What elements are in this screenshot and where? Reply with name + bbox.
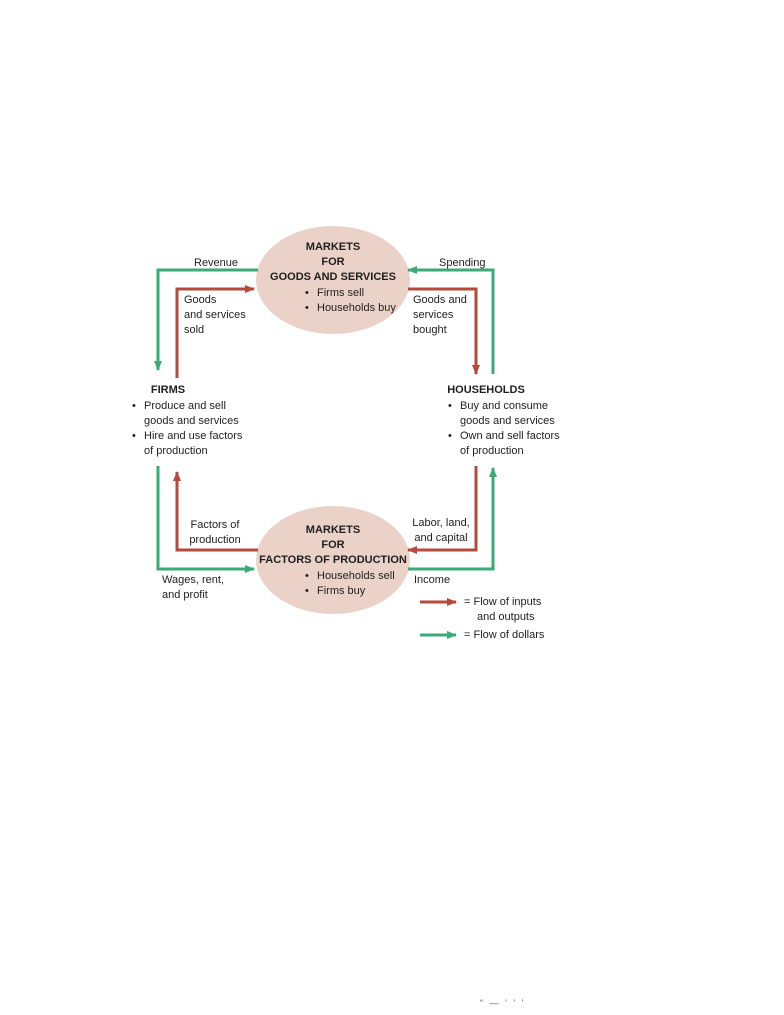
households-bullet-line: goods and services xyxy=(460,415,555,427)
firms-bullets: Produce and sell goods and services Hire … xyxy=(130,399,242,459)
income-label: Income xyxy=(414,574,451,586)
factor-market-title: MARKETS FOR FACTORS OF PRODUCTION xyxy=(255,523,411,568)
goods-bought-label: Goods and services bought xyxy=(413,293,467,338)
firms-bullet-line: Produce and sell xyxy=(144,400,226,412)
labor-line: Labor, land, xyxy=(412,517,470,529)
goods-market-title-line: MARKETS xyxy=(305,241,361,253)
factor-market-bullet: Firms buy xyxy=(305,584,395,599)
footer-marks: “ — ’ ’ ’ xyxy=(480,998,526,1008)
goods-bought-line: services xyxy=(413,309,454,321)
factor-market-title-line: MARKETS xyxy=(305,524,361,536)
revenue-label: Revenue xyxy=(194,257,239,269)
firms-bullet-line: goods and services xyxy=(144,415,239,427)
factor-market-title-line: FACTORS OF PRODUCTION xyxy=(259,554,407,566)
legend-inputs-line: and outputs xyxy=(477,611,535,623)
factors-line: Factors of xyxy=(190,519,240,531)
factors-label: Factors of production xyxy=(184,518,246,548)
wages-label: Wages, rent, and profit xyxy=(162,573,224,603)
factors-flow-arrow xyxy=(173,471,258,552)
goods-market-title-line: GOODS AND SERVICES xyxy=(270,271,396,283)
labor-flow-arrow xyxy=(407,466,478,554)
factor-market-bullets: Households sell Firms buy xyxy=(303,569,395,599)
labor-label: Labor, land, and capital xyxy=(410,516,472,546)
wages-line: Wages, rent, xyxy=(162,574,224,586)
firms-bullet: Hire and use factors of production xyxy=(132,429,243,459)
factor-market-bullet: Households sell xyxy=(305,569,395,584)
spending-flow-arrow xyxy=(407,266,495,374)
firms-bullet-line: of production xyxy=(144,445,208,457)
goods-market-bullet: Firms sell xyxy=(305,286,396,301)
spending-label: Spending xyxy=(439,257,486,269)
income-flow-arrow xyxy=(408,467,497,571)
legend-inputs-text: = Flow of inputs and outputs xyxy=(464,595,541,625)
goods-sold-line: Goods xyxy=(184,294,217,306)
revenue-flow-arrow xyxy=(154,268,258,371)
wages-line: and profit xyxy=(162,589,208,601)
households-bullets: Buy and consume goods and services Own an… xyxy=(446,399,560,459)
goods-market-title-line: FOR xyxy=(321,256,345,268)
goods-market-bullet: Households buy xyxy=(305,301,396,316)
goods-sold-line: and services xyxy=(184,309,246,321)
households-bullet-line: Own and sell factors xyxy=(460,430,560,442)
legend-dollars-text: = Flow of dollars xyxy=(464,629,545,641)
goods-bought-line: bought xyxy=(413,324,447,336)
factor-market-title-line: FOR xyxy=(321,539,345,551)
labor-line: and capital xyxy=(414,532,468,544)
goods-sold-label: Goods and services sold xyxy=(184,293,246,338)
firms-title: FIRMS xyxy=(150,384,186,396)
firms-bullet-line: Hire and use factors xyxy=(144,430,243,442)
legend-inputs-line: = Flow of inputs xyxy=(464,596,542,608)
households-bullet: Buy and consume goods and services xyxy=(448,399,560,429)
households-bullet-line: of production xyxy=(460,445,524,457)
goods-sold-flow-arrow xyxy=(175,285,255,378)
households-title: HOUSEHOLDS xyxy=(447,384,525,396)
factors-line: production xyxy=(189,534,241,546)
wages-flow-arrow xyxy=(156,466,255,573)
households-bullet: Own and sell factors of production xyxy=(448,429,560,459)
goods-market-bullets: Firms sell Households buy xyxy=(303,286,396,316)
firms-bullet: Produce and sell goods and services xyxy=(132,399,242,429)
goods-bought-flow-arrow xyxy=(408,287,480,375)
households-bullet-line: Buy and consume xyxy=(460,400,549,412)
goods-sold-line: sold xyxy=(184,324,205,336)
goods-bought-line: Goods and xyxy=(413,294,467,306)
goods-market-title: MARKETS FOR GOODS AND SERVICES xyxy=(258,240,408,285)
